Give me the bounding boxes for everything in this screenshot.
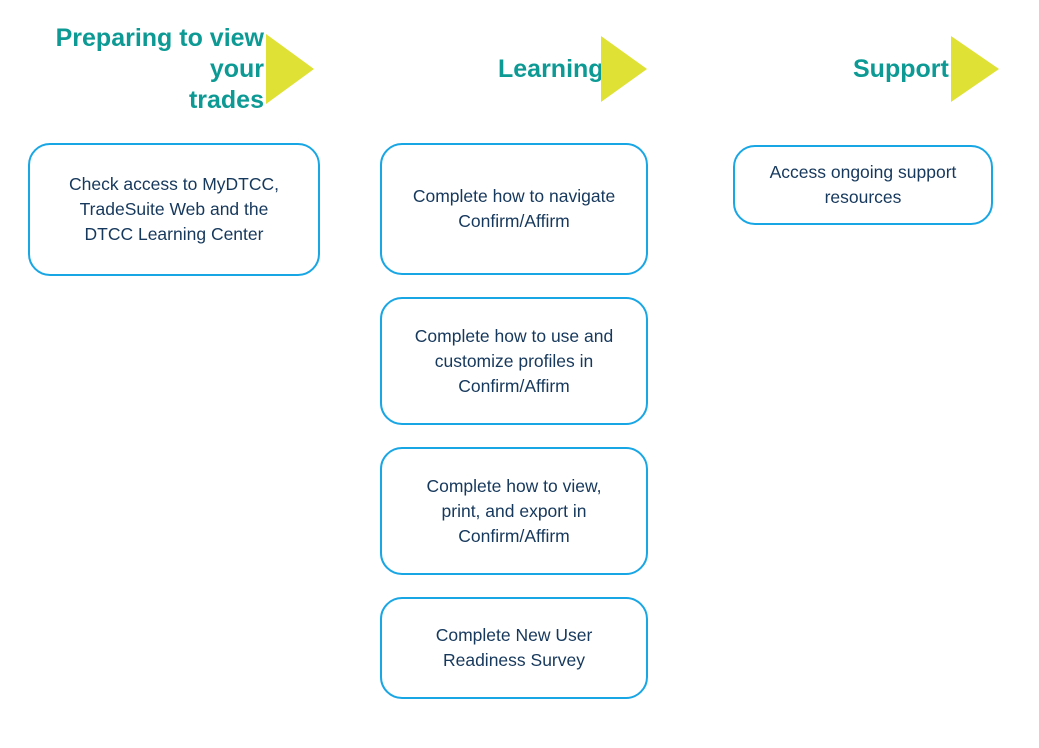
step-box[interactable]: Complete how to navigate Confirm/Affirm xyxy=(380,143,648,275)
step-box-label: Access ongoing support resources xyxy=(769,162,957,207)
column-header-learning-label: Learning xyxy=(498,54,604,83)
step-box-label: Complete how to use and customize profil… xyxy=(414,325,614,396)
right-arrow-icon xyxy=(266,34,314,104)
right-arrow-icon xyxy=(601,36,647,102)
step-box[interactable]: Access ongoing support resources xyxy=(733,145,993,225)
step-box-label: Complete how to navigate Confirm/Affirm xyxy=(412,186,616,231)
step-box[interactable]: Complete how to view, print, and export … xyxy=(380,447,648,575)
right-arrow-icon xyxy=(951,36,999,102)
step-box[interactable]: Complete how to use and customize profil… xyxy=(380,297,648,425)
step-box[interactable]: Check access to MyDTCC, TradeSuite Web a… xyxy=(28,143,320,276)
column-header-prepare: Preparing to view your trades xyxy=(6,24,318,114)
column-header-support: Support xyxy=(853,33,999,105)
step-box-label: Check access to MyDTCC, TradeSuite Web a… xyxy=(68,174,280,244)
column-header-support-label: Support xyxy=(853,54,949,83)
step-box-label: Complete New User Readiness Survey xyxy=(435,625,593,670)
column-header-learning: Learning xyxy=(498,33,647,105)
column-header-prepare-label: Preparing to view your trades xyxy=(55,23,264,114)
step-box-label: Complete how to view, print, and export … xyxy=(426,475,602,546)
step-box[interactable]: Complete New User Readiness Survey xyxy=(380,597,648,699)
